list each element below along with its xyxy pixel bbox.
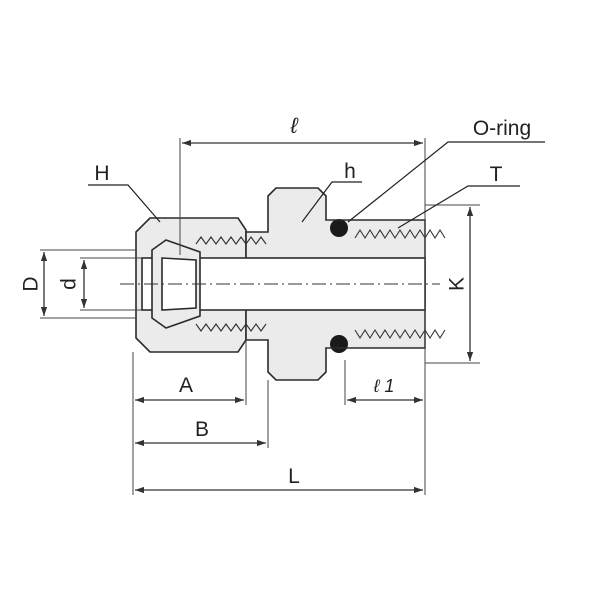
extension-lines <box>40 138 480 495</box>
leader-h <box>301 181 362 223</box>
leader-oring <box>347 141 545 223</box>
label-l1: ℓ 1 <box>373 376 395 396</box>
label-L: L <box>288 465 300 488</box>
label-h: h <box>344 160 356 183</box>
male-thread-bottom <box>354 328 446 340</box>
leader-T <box>397 185 520 229</box>
dimensions <box>40 139 474 494</box>
label-T: T <box>490 163 503 186</box>
label-D: D <box>20 276 43 291</box>
label-K: K <box>446 277 469 291</box>
label-l: ℓ <box>289 113 298 138</box>
labels: ℓ O-ring H h T D d K ℓ 1 A B L <box>20 113 532 488</box>
label-H: H <box>94 162 109 185</box>
leader-H <box>88 184 161 223</box>
label-d: d <box>58 278 81 290</box>
nut-thread-top <box>195 236 267 245</box>
oring-top <box>330 219 348 237</box>
label-A: A <box>179 374 193 397</box>
male-thread-top <box>354 228 446 240</box>
nut-thread-bottom <box>195 323 267 332</box>
label-oring: O-ring <box>473 117 531 140</box>
leaders <box>88 141 545 229</box>
label-B: B <box>195 418 209 441</box>
oring-bottom <box>330 335 348 353</box>
fitting-body <box>120 187 446 381</box>
